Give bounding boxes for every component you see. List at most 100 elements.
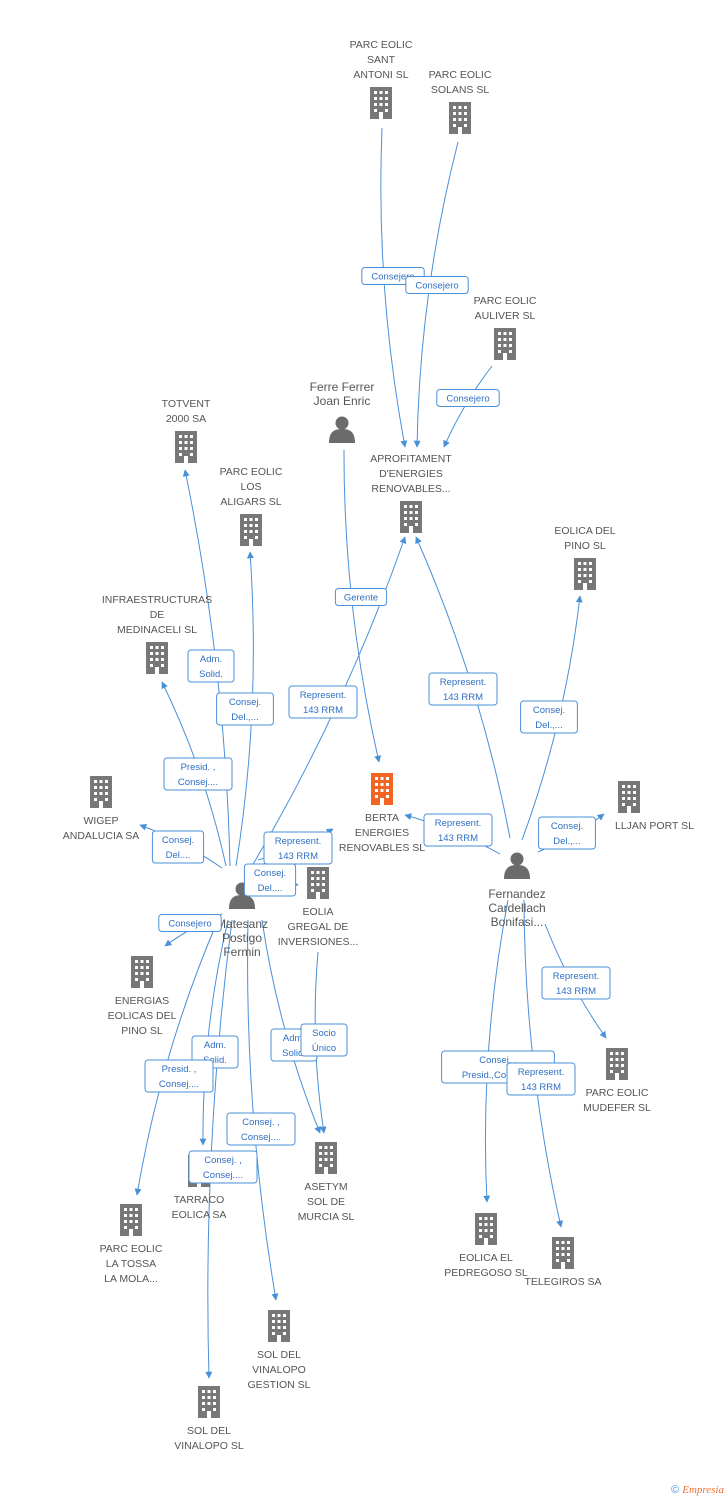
- edge-label-mainperson-to-aligars[interactable]: Consej.Del.,...: [216, 692, 274, 726]
- edge-label-solans-to-aprofitament[interactable]: Consejero: [405, 276, 469, 294]
- edge-label-box: [428, 672, 498, 706]
- building-icon: [400, 501, 422, 533]
- node-label: SOL DE: [307, 1196, 345, 1208]
- edge-label-box: [423, 813, 493, 847]
- edge-label-mainperson-to-tossa[interactable]: Presid. ,Consej....: [144, 1059, 214, 1093]
- node-label: APROFITAMENT: [370, 453, 452, 465]
- building-icon: [618, 781, 640, 813]
- edge-label-text: Del....: [166, 850, 191, 861]
- building-icon: [131, 956, 153, 988]
- edge-label-box: [288, 685, 358, 719]
- node-label: Fernandez: [488, 887, 545, 901]
- node-label: ANDALUCIA SA: [63, 830, 139, 842]
- node-aprofitament[interactable]: APROFITAMENT D'ENERGIES RENOVABLES...: [370, 453, 452, 533]
- building-icon: [146, 642, 168, 674]
- edge-label-fernandez-to-pino[interactable]: Consej.Del.,...: [520, 700, 578, 734]
- edge-label-ferre-to-berta[interactable]: Gerente: [334, 588, 388, 606]
- footer-brand[interactable]: © Empresia: [671, 1484, 724, 1496]
- edge-label-text: Único: [312, 1043, 336, 1054]
- edge-label-box: [541, 966, 611, 1000]
- building-icon: [240, 514, 262, 546]
- edge-label-text: Solid.: [199, 669, 223, 680]
- edge-label-mainperson-to-wigep[interactable]: Consej.Del....: [151, 830, 205, 864]
- edge-label-mainperson-to-aprofitament[interactable]: Represent.143 RRM: [288, 685, 358, 719]
- edge-label-text: 143 RRM: [438, 833, 478, 844]
- edge-label-text: Consej....: [203, 1170, 243, 1181]
- edge-label-text: Adm.: [200, 654, 222, 665]
- edge-label-mainperson-to-berta[interactable]: Represent.143 RRM: [263, 831, 333, 865]
- building-icon: [175, 431, 197, 463]
- edge-mainperson-to-tossa: [134, 919, 219, 1196]
- node-label: SOL DEL: [257, 1349, 301, 1361]
- copyright-symbol: ©: [671, 1484, 680, 1496]
- edge-label-mainperson-to-totvent[interactable]: Adm. Solid.: [187, 649, 235, 683]
- edge-label-fernandez-to-berta[interactable]: Represent.143 RRM: [423, 813, 493, 847]
- edge-label-text: Consejero: [371, 272, 414, 283]
- edge-label-text: Consejero: [446, 394, 489, 405]
- edge-label-mainperson-to-energias_pino[interactable]: Consejero: [158, 914, 222, 932]
- node-fernandez[interactable]: FernandezCardellachBonifasi...: [488, 852, 546, 930]
- edge-label-text: 143 RRM: [303, 705, 343, 716]
- edge-label-fernandez-to-aprofitament[interactable]: Represent.143 RRM: [428, 672, 498, 706]
- node-port[interactable]: LLJAN PORT SL: [615, 781, 694, 832]
- edge-label-mainperson-to-eolia[interactable]: Consej.Del....: [243, 863, 297, 897]
- node-label: WIGEP: [83, 815, 118, 827]
- edge-label-text: Consej....: [178, 777, 218, 788]
- edge-label-text: 143 RRM: [521, 1082, 561, 1093]
- edge-label-fernandez-to-mudefer[interactable]: Represent.143 RRM: [541, 966, 611, 1000]
- edge-label-mainperson-to-infra[interactable]: Presid. , Consej....: [163, 757, 233, 791]
- edge-label-auliver-to-aprofitament[interactable]: Consejero: [436, 389, 500, 407]
- node-label: D'ENERGIES: [379, 468, 443, 480]
- edge-mainperson-to-asetym: [261, 919, 321, 1134]
- edge-label-text: Consej. ,: [204, 1155, 242, 1166]
- edge-label-text: Presid. ,: [181, 762, 216, 773]
- edge-mainperson-to-vinalopo_gestion: [247, 919, 279, 1301]
- edge-label-text: Consej. ,: [479, 1055, 517, 1066]
- edge-label-text: Solid.: [282, 1048, 306, 1059]
- edges-layer: [134, 127, 607, 1379]
- node-label: RENOVABLES...: [371, 483, 450, 495]
- node-label: PARC EOLIC: [100, 1243, 163, 1255]
- edge-label-text: Gerente: [344, 593, 378, 604]
- edge-label-box: [520, 700, 578, 734]
- edge-label-text: Del....: [258, 883, 283, 894]
- node-label: MEDINACELI SL: [117, 624, 197, 636]
- edge-label-text: Represent.: [553, 971, 599, 982]
- edge-label-text: Consej. ,: [242, 1117, 280, 1128]
- node-label: EOLICA SA: [172, 1209, 227, 1221]
- edge-label-box: [187, 649, 235, 683]
- edge-label-box: [405, 276, 469, 294]
- edge-label-box: [158, 914, 222, 932]
- edge-label-mainperson-to-vinalopo_gestion[interactable]: Consej. ,Consej....: [226, 1112, 296, 1146]
- node-label: ALIGARS SL: [220, 496, 281, 508]
- edge-label-mainperson-to-vinalopo[interactable]: Consej. , Consej....: [188, 1150, 258, 1184]
- node-label: EOLICA DEL: [554, 525, 615, 537]
- edge-label-fernandez-to-telegiros[interactable]: Represent.143 RRM: [506, 1062, 576, 1096]
- building-icon: [606, 1048, 628, 1080]
- edge-label-fernandez-to-port[interactable]: Consej.Del.,...: [538, 816, 596, 850]
- node-telegiros[interactable]: TELEGIROS SA: [524, 1237, 602, 1288]
- edge-label-box: [506, 1062, 576, 1096]
- node-wigep[interactable]: WIGEP ANDALUCIA SA: [63, 776, 139, 842]
